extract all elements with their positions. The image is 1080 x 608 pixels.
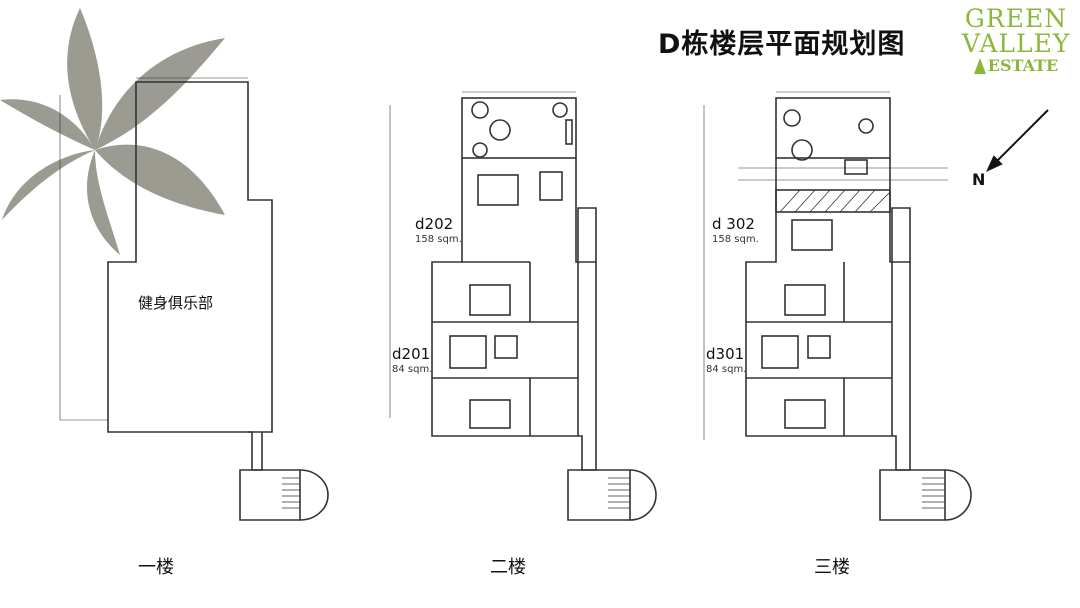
floor2-plan	[389, 91, 657, 521]
floor1-label: 一楼	[138, 557, 174, 578]
floor1-plan	[59, 77, 329, 521]
leaf-graphic	[0, 8, 225, 255]
green-valley-logo: GREEN VALLEY ESTATE	[962, 6, 1070, 76]
unit-area: 158 sqm.	[415, 234, 462, 245]
unit-area: 84 sqm.	[392, 364, 433, 375]
unit-area: 158 sqm.	[712, 234, 759, 245]
floor3-label: 三楼	[814, 557, 850, 578]
compass-label: N	[972, 170, 986, 189]
floor1-room-label: 健身俱乐部	[138, 294, 214, 312]
unit-d202: d202 158 sqm.	[415, 216, 462, 248]
logo-line2: VALLEY	[962, 29, 1071, 58]
unit-name: d 302	[712, 215, 755, 233]
logo-line1: GREEN	[964, 4, 1068, 33]
unit-d302: d 302 158 sqm.	[712, 216, 759, 248]
unit-name: d201	[392, 345, 431, 363]
floor3-plan	[703, 91, 972, 521]
unit-area: 84 sqm.	[706, 364, 747, 375]
unit-d301: d301 84 sqm.	[706, 346, 746, 378]
unit-name: d301	[706, 345, 745, 363]
logo-line3: ESTATE	[987, 56, 1059, 75]
north-arrow-icon	[985, 109, 1049, 173]
logo-tree-icon	[973, 58, 986, 74]
floor2-label: 二楼	[490, 557, 526, 578]
page-title: D栋楼层平面规划图	[658, 29, 906, 60]
unit-d201: d201 84 sqm.	[392, 346, 432, 378]
unit-name: d202	[415, 215, 454, 233]
